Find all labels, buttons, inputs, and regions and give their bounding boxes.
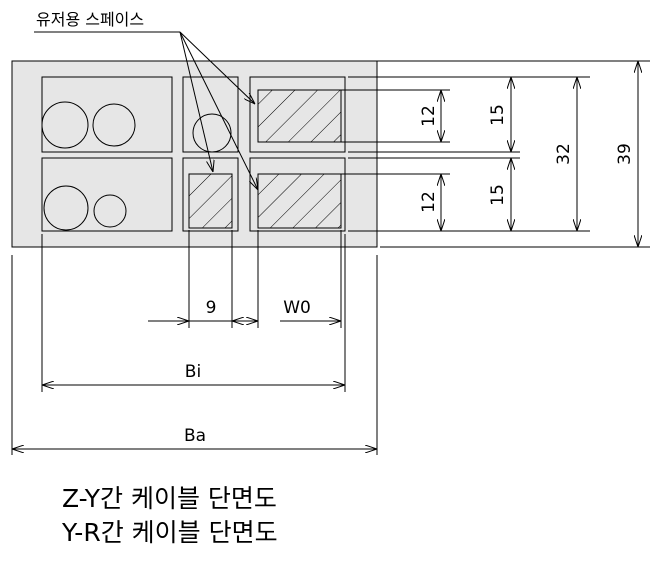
dim-label-ba: Ba (184, 426, 206, 446)
dim-label-12-top: 12 (419, 105, 439, 127)
cable-circle (192, 113, 232, 153)
caption-line-y-r: Y-R간 케이블 단면도 (62, 518, 278, 547)
callout-leader (179, 31, 213, 172)
callout-leader (179, 31, 255, 104)
cable-circle (43, 185, 89, 231)
callout-leader (179, 31, 258, 190)
compartment-top-left (41, 76, 173, 153)
compartment-bottom-right (249, 157, 346, 232)
compartment-top-right (249, 76, 346, 153)
compartment-bottom-middle (182, 157, 239, 232)
caption-block: Z-Y간 케이블 단면도 Y-R간 케이블 단면도 (62, 482, 278, 550)
caption-line-z-y: Z-Y간 케이블 단면도 (62, 484, 277, 513)
cable-circle (92, 103, 136, 147)
user-space-hatched (257, 89, 342, 143)
dim-label-12-bottom: 12 (419, 191, 439, 213)
callout-label: 유저용 스페이스 (36, 10, 144, 29)
dim-label-bi: Bi (185, 362, 201, 382)
compartment-bottom-left (41, 157, 173, 232)
cable-circle (41, 101, 89, 149)
dim-label-39: 39 (615, 143, 635, 165)
user-space-hatched (188, 173, 233, 229)
dim-label-15-bottom: 15 (488, 184, 508, 206)
dim-label-9: 9 (206, 298, 217, 318)
cable-circle (93, 194, 127, 228)
dim-label-32: 32 (554, 143, 574, 165)
dim-label-15-top: 15 (488, 104, 508, 126)
dim-label-w0: W0 (283, 298, 311, 318)
user-space-hatched (257, 173, 342, 229)
